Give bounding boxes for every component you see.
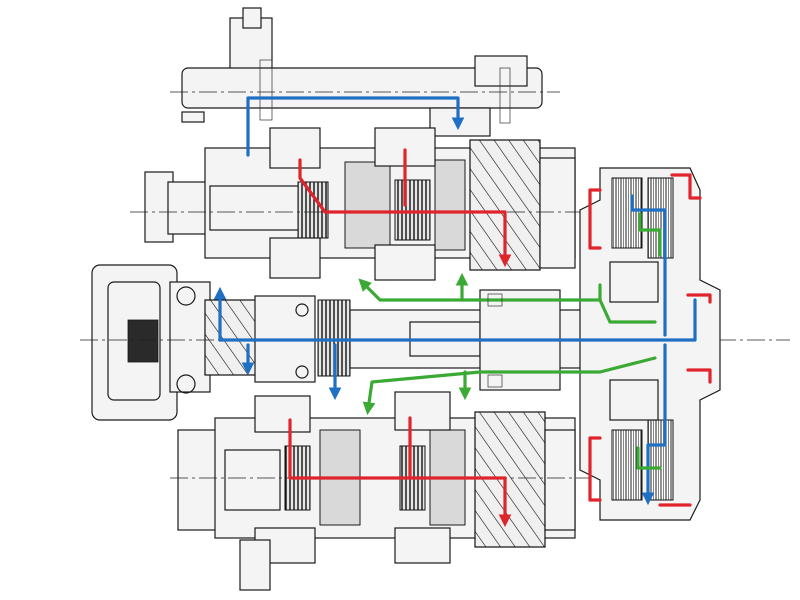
dual-clutch-assembly — [579, 167, 721, 521]
power-flow-blue — [213, 96, 697, 506]
bearings — [176, 286, 503, 394]
power-flow-green — [358, 212, 662, 470]
power-flow-red — [288, 148, 712, 528]
upper-idler-shaft — [170, 7, 560, 137]
lower-output-shaft — [170, 391, 590, 591]
upper-output-shaft — [130, 127, 590, 281]
